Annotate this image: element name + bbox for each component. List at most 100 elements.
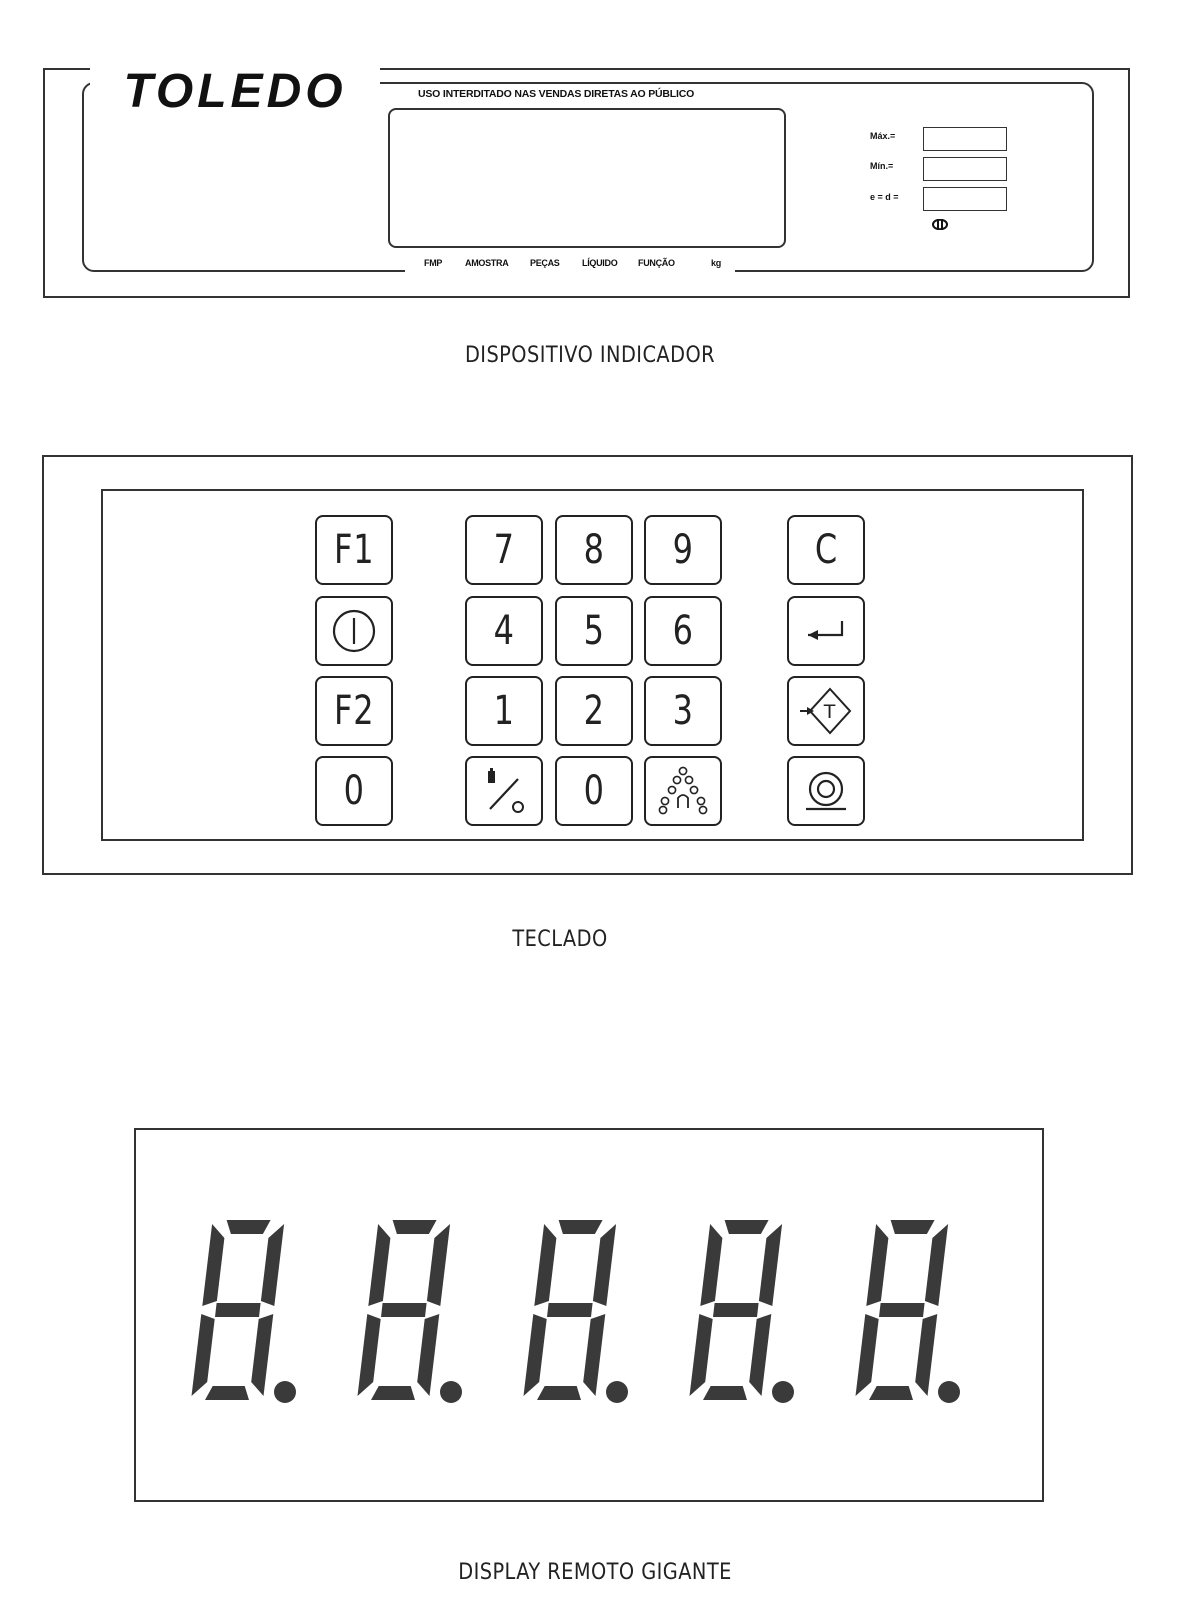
piece-count-icon bbox=[658, 766, 708, 815]
segment-c bbox=[749, 1314, 772, 1396]
digit-1 bbox=[191, 1220, 296, 1403]
segment-e bbox=[689, 1314, 713, 1396]
segment-g bbox=[215, 1303, 261, 1317]
zero-left-key[interactable]: 0 bbox=[315, 756, 393, 826]
key-5-label: 5 bbox=[583, 608, 605, 654]
segment-c bbox=[251, 1314, 274, 1396]
segment-b bbox=[924, 1224, 949, 1306]
indicator-caption: DISPOSITIVO INDICADOR bbox=[464, 343, 716, 368]
spec-box-max bbox=[923, 127, 1007, 151]
tare-icon: T bbox=[800, 687, 852, 735]
segment-f bbox=[534, 1224, 557, 1306]
zero-left-key-label: 0 bbox=[343, 768, 365, 814]
segment-f bbox=[368, 1224, 391, 1306]
clear-key[interactable]: C bbox=[787, 515, 865, 585]
segment-d bbox=[869, 1386, 913, 1400]
remote-display-caption: DISPLAY REMOTO GIGANTE bbox=[458, 1560, 732, 1585]
key-9[interactable]: 9 bbox=[644, 515, 722, 585]
weight-display-window bbox=[388, 108, 786, 248]
spec-box-min bbox=[923, 157, 1007, 181]
digit-2 bbox=[357, 1220, 462, 1403]
key-4-label: 4 bbox=[493, 608, 515, 654]
spec-label-max: Máx.= bbox=[870, 131, 896, 141]
key-8-label: 8 bbox=[583, 527, 605, 573]
zero-icon bbox=[806, 771, 846, 811]
tare-key[interactable]: T bbox=[787, 676, 865, 746]
key-1-label: 1 bbox=[493, 688, 515, 734]
key-5[interactable]: 5 bbox=[555, 596, 633, 666]
annunciator-strip bbox=[405, 258, 735, 274]
annunciator-liquido: LÍQUIDO bbox=[582, 258, 618, 268]
segment-d bbox=[703, 1386, 747, 1400]
key-6-label: 6 bbox=[672, 608, 694, 654]
digit-3 bbox=[523, 1220, 628, 1403]
key-1[interactable]: 1 bbox=[465, 676, 543, 746]
key-2-label: 2 bbox=[583, 688, 605, 734]
segment-a bbox=[226, 1220, 271, 1234]
key-7-label: 7 bbox=[493, 527, 515, 573]
key-0-label: 0 bbox=[583, 768, 605, 814]
segment-c bbox=[915, 1314, 938, 1396]
indicator-notice: USO INTERDITADO NAS VENDAS DIRETAS AO PÚ… bbox=[418, 88, 695, 100]
segment-e bbox=[855, 1314, 879, 1396]
segment-e bbox=[523, 1314, 547, 1396]
keypad-caption: TECLADO bbox=[512, 927, 608, 952]
percent-weight-icon bbox=[488, 768, 524, 813]
remote-display-panel bbox=[134, 1128, 1044, 1502]
segment-e bbox=[357, 1314, 381, 1396]
segment-b bbox=[426, 1224, 451, 1306]
segment-g bbox=[713, 1303, 759, 1317]
svg-text:T: T bbox=[823, 701, 837, 723]
segment-a bbox=[392, 1220, 437, 1234]
segment-b bbox=[758, 1224, 783, 1306]
segment-c bbox=[583, 1314, 606, 1396]
segment-b bbox=[592, 1224, 617, 1306]
key-0[interactable]: 0 bbox=[555, 756, 633, 826]
accuracy-class-icon bbox=[932, 219, 948, 230]
segment-a bbox=[890, 1220, 935, 1234]
f1-key-label: F1 bbox=[333, 527, 375, 573]
segment-g bbox=[879, 1303, 925, 1317]
segment-b bbox=[260, 1224, 285, 1306]
digit-5 bbox=[855, 1220, 960, 1403]
key-2[interactable]: 2 bbox=[555, 676, 633, 746]
segment-c bbox=[417, 1314, 440, 1396]
decimal-point bbox=[772, 1381, 794, 1403]
annunciator-funcao: FUNÇÃO bbox=[638, 258, 675, 268]
key-6[interactable]: 6 bbox=[644, 596, 722, 666]
key-3[interactable]: 3 bbox=[644, 676, 722, 746]
segment-g bbox=[547, 1303, 593, 1317]
percent-key[interactable] bbox=[465, 756, 543, 826]
key-3-label: 3 bbox=[672, 688, 694, 734]
annunciator-pecas: PEÇAS bbox=[530, 258, 560, 268]
segment-d bbox=[537, 1386, 581, 1400]
indicator-panel bbox=[43, 68, 1130, 298]
segment-a bbox=[724, 1220, 769, 1234]
f2-key-label: F2 bbox=[333, 688, 375, 734]
enter-key[interactable] bbox=[787, 596, 865, 666]
digit-4 bbox=[689, 1220, 794, 1403]
annunciator-fmp: FMP bbox=[424, 258, 443, 268]
f1-key[interactable]: F1 bbox=[315, 515, 393, 585]
f2-key[interactable]: F2 bbox=[315, 676, 393, 746]
segment-g bbox=[381, 1303, 427, 1317]
keypad-faceplate bbox=[101, 489, 1084, 841]
spec-box-division bbox=[923, 187, 1007, 211]
segment-a bbox=[558, 1220, 603, 1234]
key-7[interactable]: 7 bbox=[465, 515, 543, 585]
enter-icon bbox=[808, 621, 844, 640]
key-4[interactable]: 4 bbox=[465, 596, 543, 666]
power-icon bbox=[332, 609, 376, 653]
decimal-point bbox=[938, 1381, 960, 1403]
segment-f bbox=[700, 1224, 723, 1306]
count-key[interactable] bbox=[644, 756, 722, 826]
decimal-point bbox=[274, 1381, 296, 1403]
spec-label-min: Mín.= bbox=[870, 161, 894, 171]
zero-set-key[interactable] bbox=[787, 756, 865, 826]
clear-key-label: C bbox=[814, 527, 838, 573]
decimal-point bbox=[606, 1381, 628, 1403]
keypad-panel bbox=[42, 455, 1133, 875]
spec-label-division: e = d = bbox=[870, 192, 899, 202]
key-8[interactable]: 8 bbox=[555, 515, 633, 585]
power-key[interactable] bbox=[315, 596, 393, 666]
